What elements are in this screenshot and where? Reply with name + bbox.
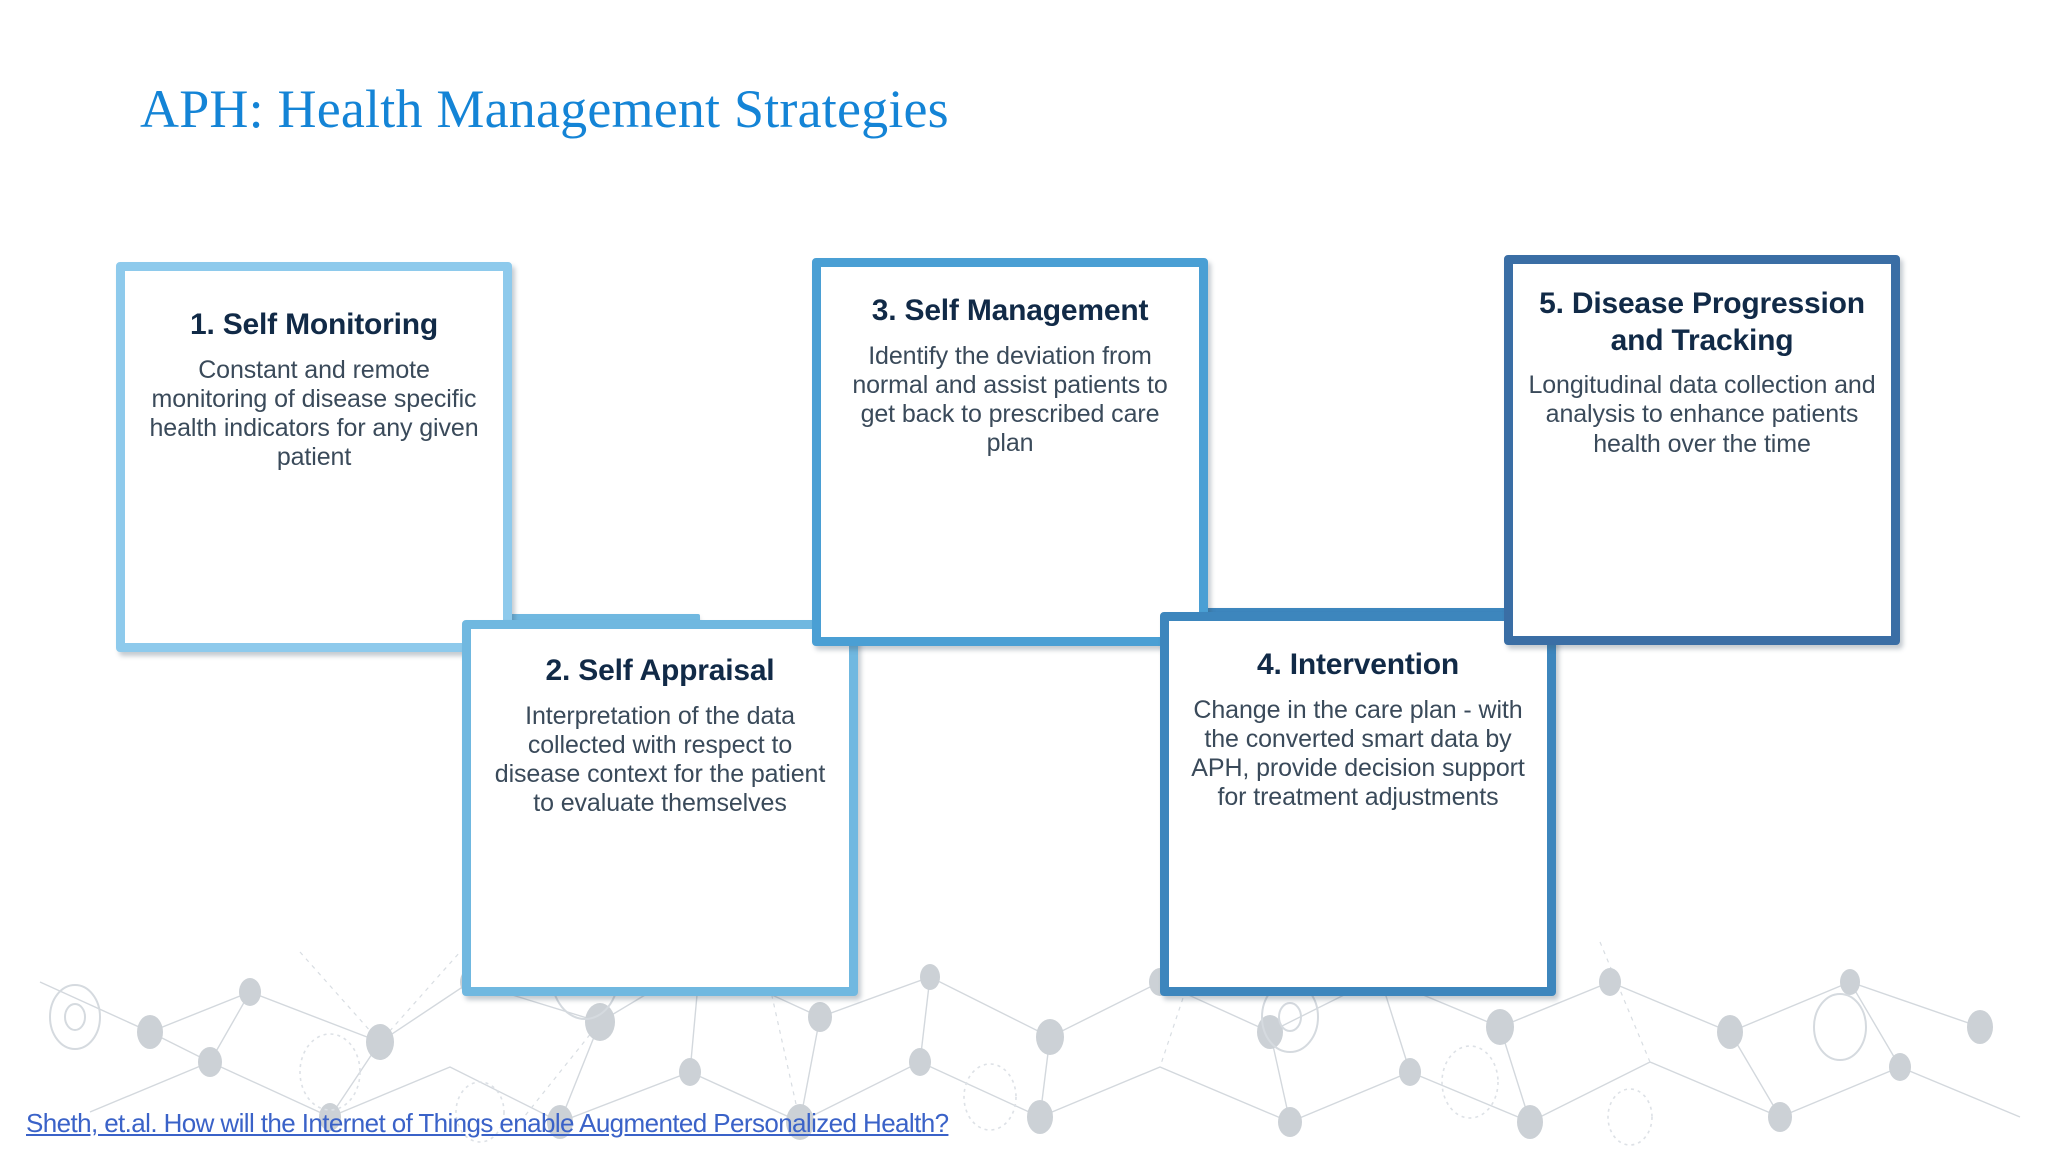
step-2-title: 2. Self Appraisal [545,654,775,687]
step-1-body: Constant and remote monitoring of diseas… [149,355,479,472]
step-5-body: Longitudinal data collection and analysi… [1528,371,1876,458]
step-3-body: Identify the deviation from normal and a… [852,341,1168,458]
step-4-title: 4. Intervention [1256,648,1460,681]
step-4-body: Change in the care plan - with the conve… [1191,695,1525,812]
process-step-4-intervention[interactable]: 4. Intervention Change in the care plan … [1160,612,1556,996]
page-title: APH: Health Management Strategies [140,79,949,139]
connector-step1-step2 [470,614,700,623]
step-1-title: 1. Self Monitoring [189,308,439,341]
step-2-body: Interpretation of the data collected wit… [494,701,826,818]
process-step-1-self-monitoring[interactable]: 1. Self Monitoring Constant and remote m… [116,262,512,652]
step-3-title: 3. Self Management [871,294,1149,327]
process-step-2-self-appraisal[interactable]: 2. Self Appraisal Interpretation of the … [462,620,858,996]
process-step-5-disease-progression-tracking[interactable]: 5. Disease Progression and Tracking Long… [1504,255,1900,645]
process-step-3-self-management[interactable]: 3. Self Management Identify the deviatio… [812,258,1208,646]
reference-link[interactable]: Sheth, et.al. How will the Internet of T… [26,1108,949,1138]
step-5-title: 5. Disease Progression and Tracking [1539,287,1865,357]
